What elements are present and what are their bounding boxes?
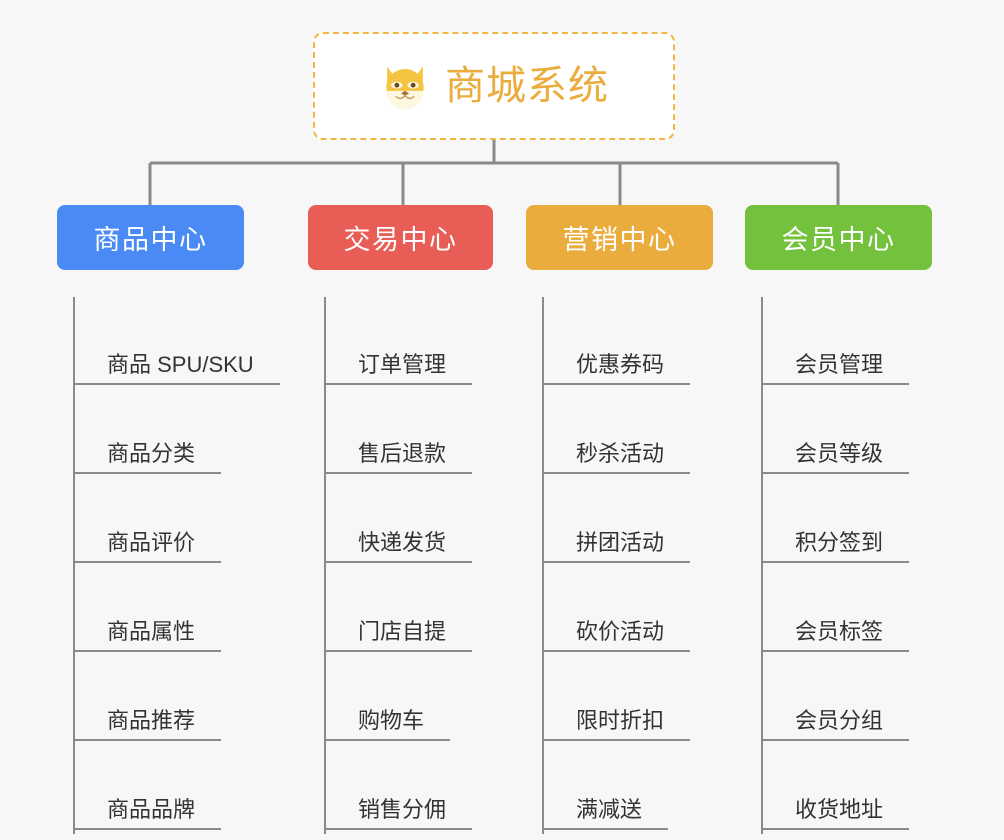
list-item[interactable]: 商品分类 bbox=[75, 389, 244, 478]
leaf-list-3: 优惠券码 秒杀活动 拼团活动 砍价活动 限时折扣 满减送 bbox=[542, 297, 713, 834]
list-item[interactable]: 订单管理 bbox=[326, 300, 493, 389]
root-node[interactable]: 商城系统 bbox=[313, 32, 675, 140]
branch-会员中心: 会员中心 会员管理 会员等级 积分签到 会员标签 会员分组 收货地址 bbox=[745, 205, 932, 834]
list-item[interactable]: 砍价活动 bbox=[544, 567, 713, 656]
leaf-label: 快递发货 bbox=[326, 530, 473, 563]
list-item[interactable]: 会员等级 bbox=[763, 389, 932, 478]
root-title: 商城系统 bbox=[445, 64, 609, 108]
list-item[interactable]: 商品属性 bbox=[75, 567, 244, 656]
leaf-label: 拼团活动 bbox=[544, 530, 691, 563]
leaf-label: 商品评价 bbox=[75, 530, 222, 563]
leaf-label: 订单管理 bbox=[326, 352, 473, 385]
leaf-label: 商品推荐 bbox=[75, 708, 222, 741]
leaf-label: 销售分佣 bbox=[326, 797, 473, 830]
list-item[interactable]: 会员管理 bbox=[763, 300, 932, 389]
category-label-4: 会员中心 bbox=[781, 225, 896, 255]
leaf-label: 优惠券码 bbox=[544, 352, 691, 385]
leaf-label: 积分签到 bbox=[763, 530, 910, 563]
list-item[interactable]: 门店自提 bbox=[326, 567, 493, 656]
leaf-label: 购物车 bbox=[326, 708, 451, 741]
category-box-3[interactable]: 营销中心 bbox=[526, 205, 713, 270]
leaf-label: 商品分类 bbox=[75, 441, 222, 474]
category-box-4[interactable]: 会员中心 bbox=[745, 205, 932, 270]
list-item[interactable]: 收货地址 bbox=[763, 745, 932, 834]
category-box-1[interactable]: 商品中心 bbox=[57, 205, 244, 270]
leaf-list-2: 订单管理 售后退款 快递发货 门店自提 购物车 销售分佣 bbox=[324, 297, 493, 834]
list-item[interactable]: 购物车 bbox=[326, 656, 493, 745]
leaf-list-1: 商品 SPU/SKU 商品分类 商品评价 商品属性 商品推荐 商品品牌 bbox=[73, 297, 280, 834]
list-item[interactable]: 商品 SPU/SKU bbox=[75, 300, 280, 389]
leaf-label: 收货地址 bbox=[763, 797, 910, 830]
branch-交易中心: 交易中心 订单管理 售后退款 快递发货 门店自提 购物车 销售分佣 bbox=[308, 205, 493, 834]
leaf-label: 会员等级 bbox=[763, 441, 910, 474]
leaf-label: 会员管理 bbox=[763, 352, 910, 385]
leaf-label: 秒杀活动 bbox=[544, 441, 691, 474]
shiba-dog-face-icon bbox=[386, 66, 424, 110]
leaf-label: 商品属性 bbox=[75, 619, 222, 652]
list-item[interactable]: 快递发货 bbox=[326, 478, 493, 567]
leaf-label: 满减送 bbox=[544, 797, 669, 830]
category-label-1: 商品中心 bbox=[93, 225, 208, 255]
list-item[interactable]: 秒杀活动 bbox=[544, 389, 713, 478]
list-item[interactable]: 积分签到 bbox=[763, 478, 932, 567]
list-item[interactable]: 拼团活动 bbox=[544, 478, 713, 567]
list-item[interactable]: 商品评价 bbox=[75, 478, 244, 567]
leaf-label: 商品 SPU/SKU bbox=[75, 352, 280, 385]
leaf-label: 会员标签 bbox=[763, 619, 910, 652]
list-item[interactable]: 会员标签 bbox=[763, 567, 932, 656]
list-item[interactable]: 限时折扣 bbox=[544, 656, 713, 745]
leaf-label: 砍价活动 bbox=[544, 619, 691, 652]
list-item[interactable]: 满减送 bbox=[544, 745, 713, 834]
leaf-label: 会员分组 bbox=[763, 708, 910, 741]
leaf-label: 门店自提 bbox=[326, 619, 473, 652]
leaf-list-4: 会员管理 会员等级 积分签到 会员标签 会员分组 收货地址 bbox=[761, 297, 932, 834]
category-box-2[interactable]: 交易中心 bbox=[308, 205, 493, 270]
branch-营销中心: 营销中心 优惠券码 秒杀活动 拼团活动 砍价活动 限时折扣 满减送 bbox=[526, 205, 713, 834]
leaf-label: 商品品牌 bbox=[75, 797, 222, 830]
leaf-label: 限时折扣 bbox=[544, 708, 691, 741]
list-item[interactable]: 商品推荐 bbox=[75, 656, 244, 745]
category-label-3: 营销中心 bbox=[562, 225, 677, 255]
list-item[interactable]: 商品品牌 bbox=[75, 745, 244, 834]
leaf-label: 售后退款 bbox=[326, 441, 473, 474]
list-item[interactable]: 销售分佣 bbox=[326, 745, 493, 834]
category-label-2: 交易中心 bbox=[343, 225, 458, 255]
branch-商品中心: 商品中心 商品 SPU/SKU 商品分类 商品评价 商品属性 商品推荐 商品品牌 bbox=[57, 205, 280, 834]
list-item[interactable]: 售后退款 bbox=[326, 389, 493, 478]
list-item[interactable]: 会员分组 bbox=[763, 656, 932, 745]
list-item[interactable]: 优惠券码 bbox=[544, 300, 713, 389]
